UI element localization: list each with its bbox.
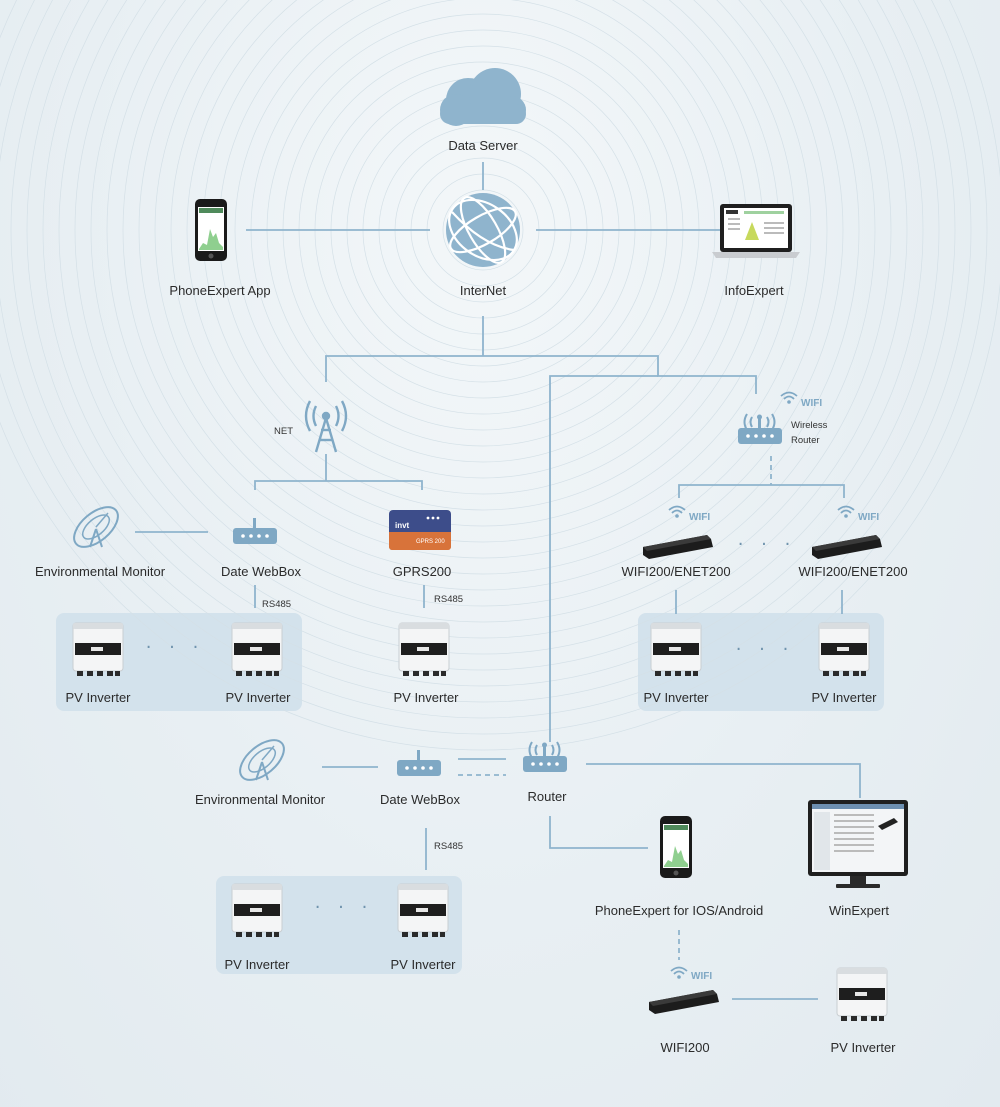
phoneexpert-ios-android-label: PhoneExpert for IOS/Android: [594, 903, 764, 918]
background-ring: [0, 0, 1000, 751]
data-server-label: Data Server: [448, 138, 518, 153]
inverter-icon: [836, 967, 888, 1022]
date-webbox-label: Date WebBox: [380, 792, 460, 807]
gprs-module-icon: invt GPRS 200: [389, 510, 451, 550]
desktop-monitor-icon: [808, 800, 908, 888]
background-ring: [90, 0, 876, 623]
inverter-icon: [398, 622, 450, 677]
router-wifi-tag: WIFI: [801, 398, 823, 409]
dashed-links: [458, 456, 772, 960]
module-wifi-tag: WIFI: [691, 971, 713, 982]
pv-inverter-label: PV Inverter: [830, 1040, 896, 1055]
inverter-icon: [231, 883, 283, 938]
inverter-icon: [650, 622, 702, 677]
ellipsis-indicator: · · ·: [145, 637, 205, 658]
gprs-model-text: GPRS 200: [416, 539, 445, 545]
webbox-icon: [233, 518, 277, 544]
cell-tower-icon: [304, 400, 348, 453]
ellipsis-indicator: · · ·: [735, 639, 795, 660]
wifi-stick-icon: [643, 535, 713, 559]
winexpert-label: WinExpert: [829, 903, 889, 918]
wireless-router-label-line2: Router: [791, 435, 820, 446]
wifi-signal-icon: [670, 966, 688, 980]
webbox-icon: [397, 750, 441, 776]
background-ring: [106, 0, 860, 607]
infoexpert-label: InfoExpert: [724, 283, 784, 298]
globe-icon: [446, 193, 520, 267]
pv-inverter-label: PV Inverter: [224, 957, 290, 972]
gprs-brand-text: invt: [395, 521, 410, 530]
background-ring: [74, 0, 892, 639]
environmental-monitor-label: Environmental Monitor: [34, 564, 166, 579]
inverter-icon: [231, 622, 283, 677]
satellite-dish-icon: [232, 731, 292, 789]
wifi-signal-icon: [837, 505, 855, 519]
wireless-router-icon: [737, 413, 783, 445]
cloud-icon: [440, 68, 526, 126]
pv-inverter-label: PV Inverter: [393, 690, 459, 705]
wifi-enet-label: WIFI200/ENET200: [621, 564, 731, 579]
internet-label: InterNet: [459, 283, 507, 298]
pv-inverter-label: PV Inverter: [811, 690, 877, 705]
inverter-icon: [72, 622, 124, 677]
ellipsis-indicator: · · ·: [314, 897, 374, 918]
background-ring: [10, 0, 956, 703]
wireless-router-label-line1: Wireless: [791, 420, 828, 431]
net-label: NET: [274, 426, 293, 437]
module-wifi-tag: WIFI: [689, 512, 711, 523]
router-icon: [522, 741, 568, 773]
background-ring: [26, 0, 940, 687]
smartphone-icon: [660, 816, 692, 878]
wifi200-label: WIFI200: [660, 1040, 710, 1055]
laptop-icon: [712, 204, 800, 258]
date-webbox-label: Date WebBox: [221, 564, 301, 579]
background-ring: [58, 0, 908, 655]
background-ring: [42, 0, 924, 671]
rs485-label: RS485: [262, 599, 292, 610]
pv-inverter-label: PV Inverter: [225, 690, 291, 705]
connection-lines: [135, 162, 861, 1000]
inverter-icon: [397, 883, 449, 938]
background-ring: [0, 0, 972, 719]
smartphone-icon: [195, 199, 227, 261]
phoneexpert-app-label: PhoneExpert App: [169, 283, 271, 298]
pv-inverter-label: PV Inverter: [643, 690, 709, 705]
background-ring: [138, 0, 828, 575]
rs485-label: RS485: [434, 841, 464, 852]
rs485-label: RS485: [434, 594, 464, 605]
wifi-signal-icon: [668, 505, 686, 519]
router-label: Router: [527, 789, 567, 804]
ellipsis-indicator: · · ·: [737, 534, 797, 555]
background-ring: [0, 0, 988, 735]
pv-inverter-label: PV Inverter: [390, 957, 456, 972]
environmental-monitor-label: Environmental Monitor: [194, 792, 326, 807]
background-ring: [122, 0, 844, 591]
module-wifi-tag: WIFI: [858, 512, 880, 523]
inverter-icon: [818, 622, 870, 677]
wifi-stick-icon: [649, 990, 719, 1014]
background-ring: [154, 0, 812, 559]
wifi-enet-label: WIFI200/ENET200: [798, 564, 908, 579]
background-ring: [170, 0, 796, 543]
gprs200-label: GPRS200: [392, 564, 452, 579]
pv-inverter-label: PV Inverter: [65, 690, 131, 705]
